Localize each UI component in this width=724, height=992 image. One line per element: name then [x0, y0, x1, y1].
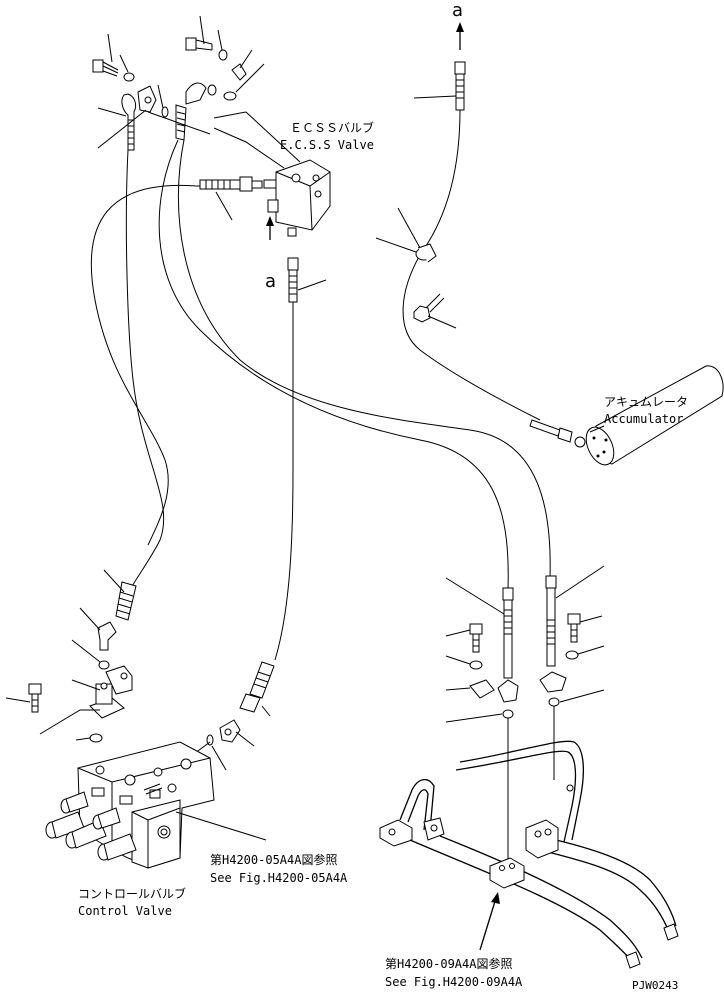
elbow-fitting-icon — [219, 719, 241, 743]
control-valve-fittings — [5, 569, 137, 743]
ecss-valve-label-en: E.C.S.S Valve — [280, 138, 374, 152]
ecss-valve — [196, 127, 331, 303]
o-ring-icon — [161, 106, 169, 118]
ecss-valve-label-jp: ＥＣＳＳバルブ — [290, 120, 374, 135]
washer-icon — [565, 650, 579, 660]
ref-label-2-jp: 第H4200-09A4A図参照 — [385, 956, 512, 971]
o-ring-icon — [548, 697, 560, 707]
washer-icon — [123, 72, 135, 82]
hose-fitting-icon — [497, 587, 519, 703]
spool-icon — [92, 807, 121, 830]
right-tube-assembly — [379, 565, 679, 969]
spool-icon — [60, 791, 89, 814]
hose-fitting-icon — [115, 581, 137, 621]
o-ring-icon — [98, 660, 110, 670]
ref-label-1-en: See Fig.H4200-05A4A — [210, 871, 348, 885]
hose-fitting-icon — [529, 419, 586, 448]
control-valve-label-en: Control Valve — [78, 904, 172, 918]
bolt-icon — [413, 293, 445, 323]
ref-label-1-jp: 第H4200-05A4A図参照 — [210, 852, 337, 867]
bolt-icon — [567, 613, 581, 643]
hose-clamp-icon — [415, 243, 437, 263]
hose-fitting-icon — [539, 575, 567, 693]
fitting-nut-icon — [207, 84, 217, 96]
hose-fitting-icon — [121, 93, 137, 151]
tube-assembly-icon — [379, 779, 445, 847]
connector-marker-middle: a — [265, 271, 276, 292]
accumulator-label-en: Accumulator — [604, 412, 683, 426]
control-valve-label-jp: コントロールバルブ — [78, 886, 186, 901]
hose-fitting-icon — [287, 257, 299, 303]
split-flange-icon — [469, 679, 495, 699]
bolt-icon — [28, 683, 42, 713]
o-ring-icon — [89, 733, 103, 743]
washer-icon — [469, 660, 483, 670]
split-flange-icon — [231, 63, 247, 81]
hose-fitting-icon — [175, 82, 207, 141]
middle-fittings — [155, 661, 275, 783]
washer-icon — [218, 49, 228, 61]
hose-fitting-icon — [199, 176, 263, 192]
accumulator-label-jp: アキュムレータ — [604, 395, 688, 409]
elbow-fitting-icon — [97, 621, 117, 651]
bolt-icon — [469, 623, 483, 653]
top-left-fittings — [92, 15, 301, 163]
control-valve — [45, 741, 267, 869]
o-ring-icon — [223, 91, 237, 101]
spool-icon — [97, 833, 137, 861]
hose-fitting-icon — [454, 61, 466, 111]
hose-fitting-icon — [239, 661, 275, 713]
split-flange-icon — [137, 85, 157, 113]
flange-block-icon — [89, 665, 133, 719]
bolt-icon — [185, 37, 213, 51]
accumulator — [529, 365, 724, 466]
figure-code: PJW0243 — [632, 979, 678, 992]
bolt-icon — [92, 59, 119, 77]
connector-marker-top: a — [452, 0, 463, 21]
ref-label-2-en: See Fig.H4200-09A4A — [385, 975, 523, 989]
top-right-connection: a — [375, 0, 466, 329]
o-ring-icon — [502, 709, 514, 719]
hose-lines — [90, 109, 551, 661]
